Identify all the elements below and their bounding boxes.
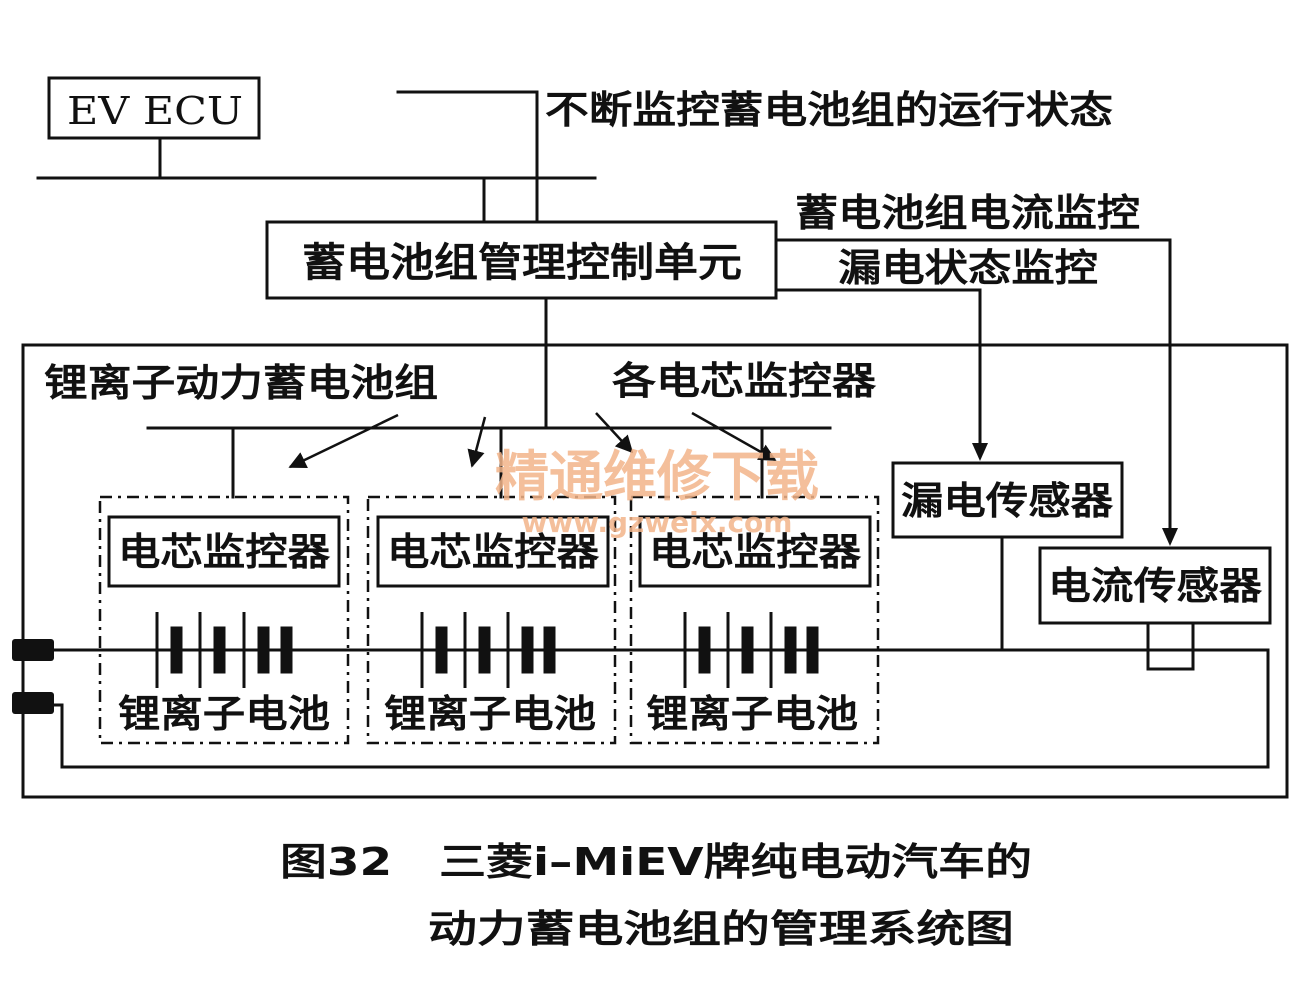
pack-pointer-arrow [288, 413, 399, 469]
leak-monitor-arrowhead [972, 443, 988, 461]
pack-label: 锂离子动力蓄电池组 [44, 361, 438, 405]
leak-sensor-box [891, 461, 1124, 539]
negative-terminal [12, 692, 54, 714]
leak-monitor-line [774, 288, 982, 457]
module3-box [629, 495, 880, 745]
monitor-pointer-arrow-3 [691, 411, 777, 462]
caption-line-1: 图32 三菱i–MiEV牌纯电动汽车的 [280, 840, 1032, 884]
module3-monitor-label: 电芯监控器 [649, 530, 862, 574]
status-monitor-bracket [396, 90, 539, 224]
current-sensor-label: 电流传感器 [1048, 564, 1263, 608]
ev-ecu-box [47, 76, 261, 140]
module1-monitor-box [107, 515, 341, 588]
current-monitor-line [774, 238, 1172, 542]
watermark-url: www.gzweix.com [522, 506, 793, 539]
module1-cell-symbol [155, 612, 293, 688]
module2-monitor-box [376, 515, 610, 588]
bms-label: 蓄电池组管理控制单元 [302, 240, 742, 286]
module2-battery-label: 锂离子电池 [384, 692, 596, 736]
bms-box [265, 220, 778, 300]
monitor-status-label: 不断监控蓄电池组的运行状态 [545, 88, 1113, 132]
module3-battery-label: 锂离子电池 [646, 692, 858, 736]
current-sensor-clamp [1146, 621, 1195, 671]
current-monitor-label: 蓄电池组电流监控 [795, 191, 1140, 235]
module3-monitor-box [638, 515, 872, 588]
current-monitor-arrowhead [1162, 528, 1178, 546]
module2-box [366, 495, 617, 745]
module1-monitor-label: 电芯监控器 [118, 530, 331, 574]
module2-cell-symbol [420, 612, 556, 688]
leak-sensor-label: 漏电传感器 [901, 479, 1114, 523]
leak-monitor-label: 漏电状态监控 [838, 246, 1098, 290]
monitor-pointer-arrow-1 [467, 416, 487, 468]
ev-ecu-label: EV ECU [67, 89, 243, 133]
caption-line-2: 动力蓄电池组的管理系统图 [428, 907, 1014, 951]
module1-battery-label: 锂离子电池 [118, 692, 330, 736]
module3-cell-symbol [683, 612, 819, 688]
monitor-pointer-arrow-2 [595, 412, 634, 454]
battery-pack-box [21, 343, 1289, 799]
module1-box [98, 495, 350, 745]
module2-monitor-label: 电芯监控器 [387, 530, 600, 574]
return-wire [38, 648, 1270, 769]
cell-monitors-label: 各电芯监控器 [612, 359, 877, 403]
watermark-title: 精通维修下载 [495, 445, 819, 508]
positive-terminal [12, 639, 54, 661]
